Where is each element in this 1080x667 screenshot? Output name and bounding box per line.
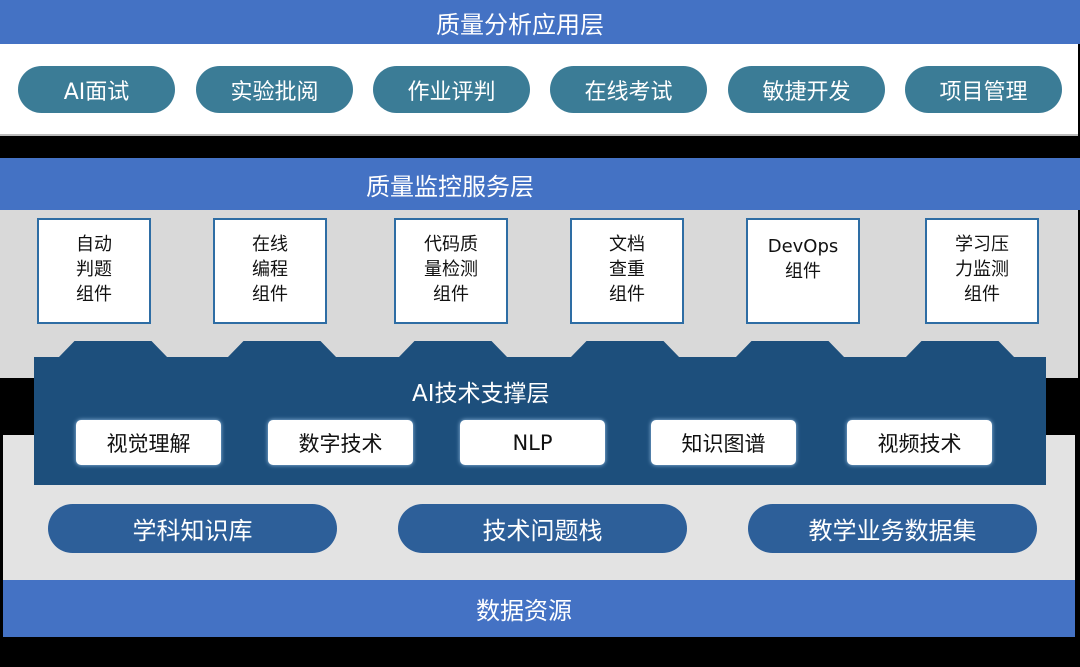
connector-tab: [735, 341, 845, 358]
application-layer-header: 质量分析应用层: [0, 0, 1080, 44]
data-subject-knowledge-base: 学科知识库: [48, 504, 337, 553]
monitoring-layer-header: 质量监控服务层: [0, 158, 1080, 210]
connector-tab: [905, 341, 1015, 358]
tech-knowledge-graph: 知识图谱: [651, 420, 796, 465]
component-devops: DevOps 组件: [746, 218, 860, 324]
app-item-project-mgmt: 项目管理: [905, 66, 1062, 113]
data-teaching-dataset: 教学业务数据集: [748, 504, 1037, 553]
monitoring-layer-body: [0, 210, 1078, 378]
connector-tab: [570, 341, 680, 358]
app-item-homework-grading: 作业评判: [373, 66, 530, 113]
connector-tab: [58, 341, 168, 358]
tech-digital: 数字技术: [268, 420, 413, 465]
tech-video: 视频技术: [847, 420, 992, 465]
tech-visual-understanding: 视觉理解: [76, 420, 221, 465]
data-layer-title: 数据资源: [476, 597, 572, 625]
component-stress-monitor: 学习压 力监测 组件: [925, 218, 1039, 324]
app-item-agile-dev: 敏捷开发: [728, 66, 885, 113]
ai-layer-title: AI技术支撑层: [412, 381, 550, 407]
monitoring-layer-title: 质量监控服务层: [366, 172, 534, 201]
data-tech-question-stack: 技术问题栈: [398, 504, 687, 553]
tech-nlp: NLP: [460, 420, 605, 465]
app-item-online-exam: 在线考试: [550, 66, 707, 113]
application-layer-body: [0, 44, 1078, 136]
app-item-lab-review: 实验批阅: [196, 66, 353, 113]
component-doc-plagiarism: 文档 查重 组件: [570, 218, 684, 324]
component-auto-judge: 自动 判题 组件: [37, 218, 151, 324]
application-layer-title: 质量分析应用层: [436, 10, 604, 39]
connector-tab: [398, 341, 508, 358]
app-item-ai-interview: AI面试: [18, 66, 175, 113]
component-code-quality: 代码质 量检测 组件: [394, 218, 508, 324]
connector-tab: [227, 341, 337, 358]
component-online-coding: 在线 编程 组件: [213, 218, 327, 324]
data-layer-footer: 数据资源: [3, 580, 1075, 637]
